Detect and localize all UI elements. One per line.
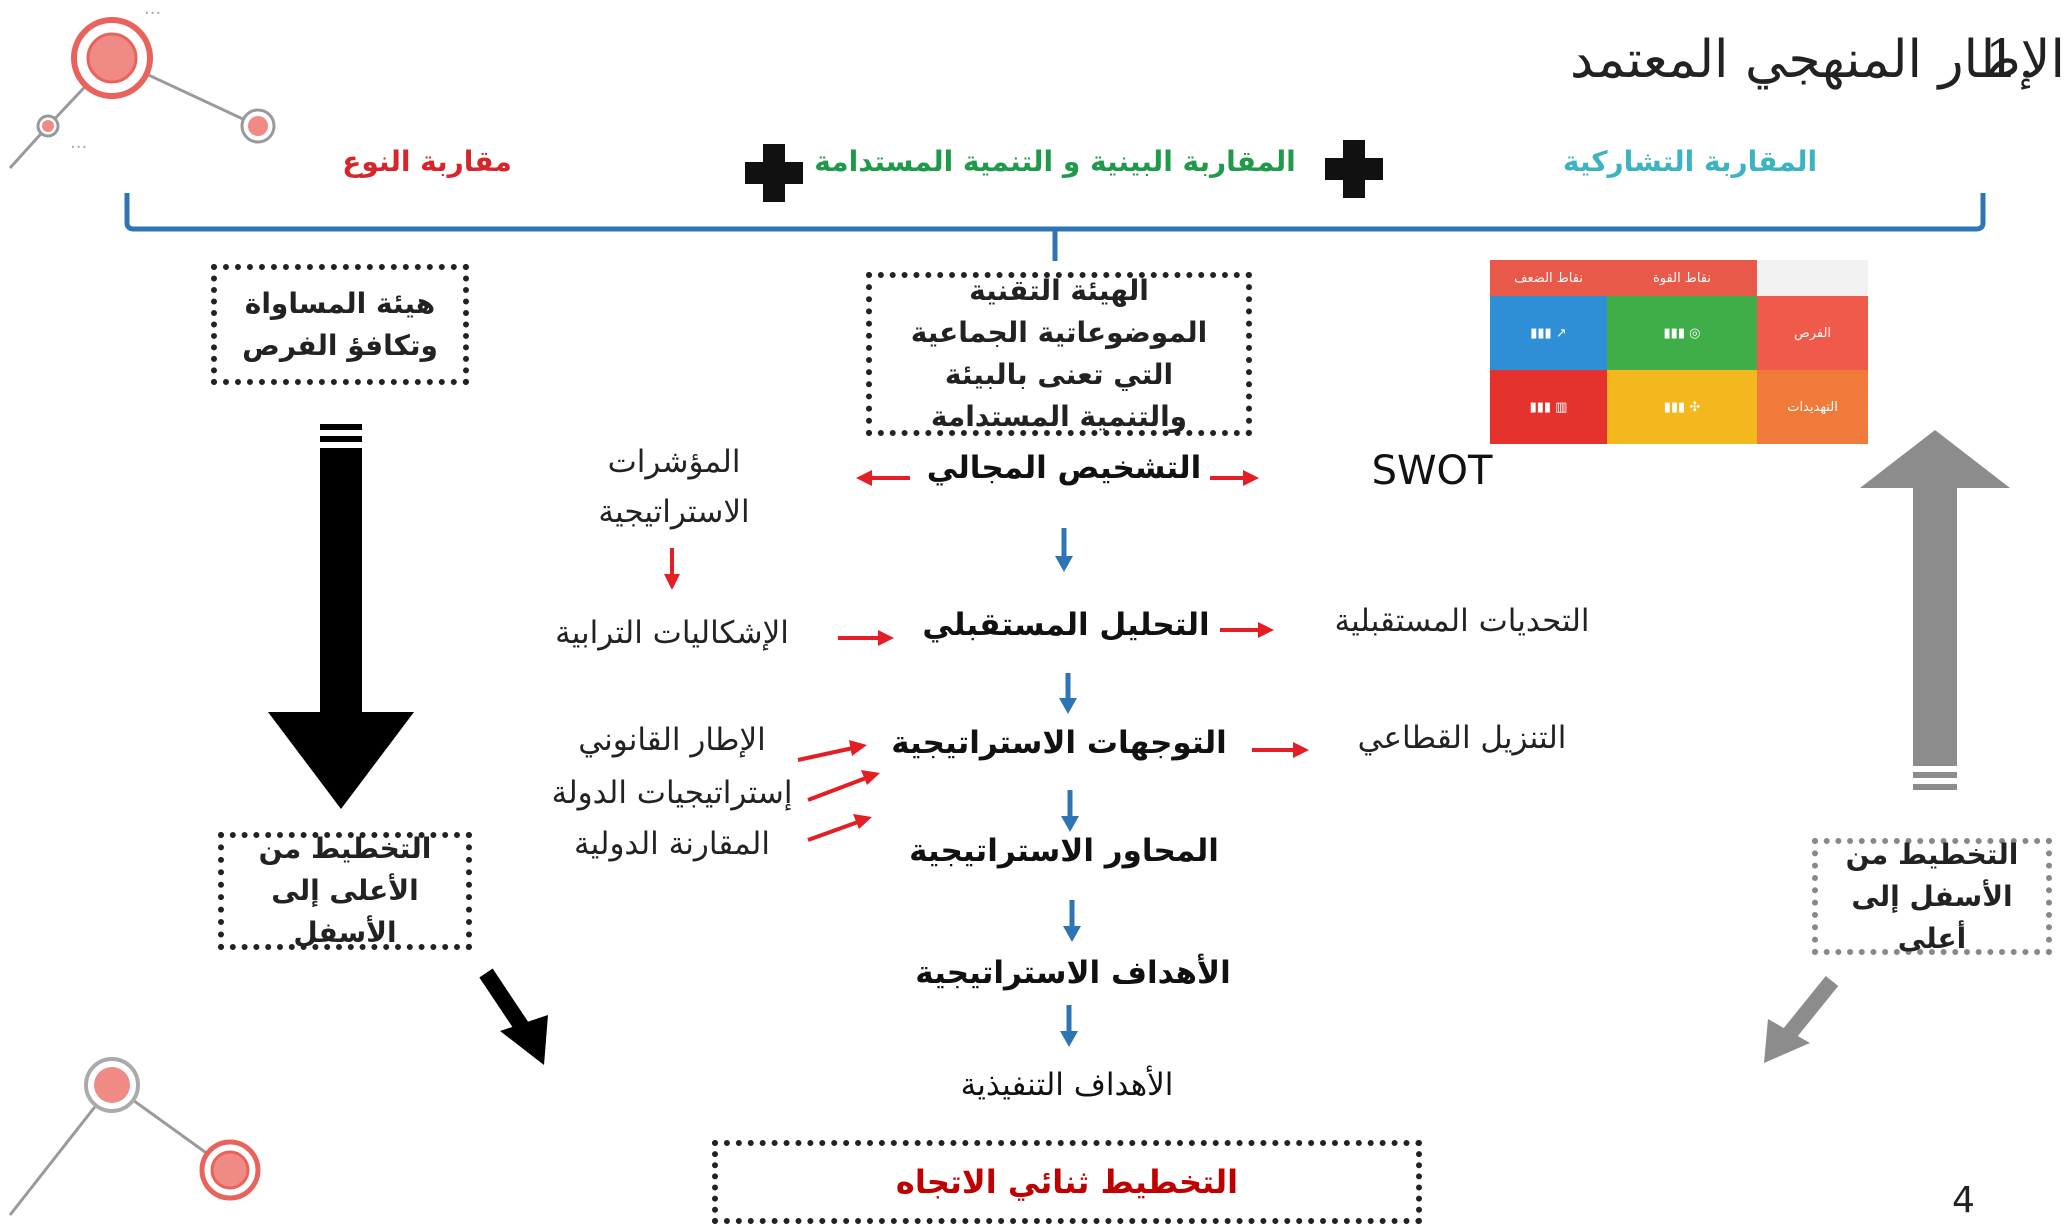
equality-box: هيئة المساواة وتكافؤ الفرص <box>211 264 469 385</box>
analysis-label: التحليل المستقبلي <box>922 607 1210 643</box>
top-down-box: التخطيط من الأعلى إلى الأسفل <box>218 832 472 950</box>
plus-icon <box>1325 140 1383 198</box>
swot-threats-label: التهديدات <box>1757 370 1868 444</box>
diagnosis-label: التشخيص المجالي <box>926 450 1202 486</box>
bottom-up-arrow-icon <box>1860 430 2010 790</box>
territorial-issues-label: الإشكاليات الترابية <box>555 615 789 651</box>
title-number: 1. <box>1985 30 2035 90</box>
state-strategies-label: إستراتيجيات الدولة <box>551 775 793 811</box>
committee-box: الهيئة التقنية الموضوعاتية الجماعية التي… <box>866 272 1252 436</box>
decor-molecule-bottom <box>8 1057 261 1216</box>
svg-text:...: ... <box>70 132 87 153</box>
committee-text: الهيئة التقنية الموضوعاتية الجماعية التي… <box>910 274 1208 433</box>
swot-strengths-header: نقاط القوة <box>1607 260 1757 296</box>
sectoral-implementation-label: التنزيل القطاعي <box>1357 720 1567 756</box>
top-down-arrow-icon <box>268 424 414 809</box>
equality-line1: هيئة المساواة <box>244 286 436 320</box>
objectives-label: الأهداف الاستراتيجية <box>915 955 1231 991</box>
bidirectional-text: التخطيط ثنائي الاتجاه <box>895 1163 1239 1201</box>
participatory-approach: المقاربة التشاركية <box>1562 145 1818 178</box>
bidirectional-box: التخطيط ثنائي الاتجاه <box>712 1140 1422 1224</box>
swot-opportunities-label: الفرص <box>1757 296 1868 370</box>
environmental-approach: المقاربة البينية و التنمية المستدامة <box>814 145 1296 178</box>
legal-framework-label: الإطار القانوني <box>578 722 766 758</box>
bottom-up-line1: التخطيط من <box>1845 837 2019 871</box>
swot-corner <box>1757 260 1868 296</box>
swot-cell-2: ◎ ▮▮▮ <box>1607 296 1757 370</box>
top-down-line2: الأعلى إلى الأسفل <box>271 874 419 949</box>
slide-title: الإطار المنهجي المعتمد <box>1570 30 2065 90</box>
swot-cell-1: ↗ ▮▮▮ <box>1490 296 1607 370</box>
bottom-up-line2: الأسفل إلى أعلى <box>1851 879 2013 955</box>
diagonal-arrow-gray-icon <box>1764 975 1839 1063</box>
bracket <box>124 193 1986 261</box>
top-down-line1: التخطيط من <box>258 832 432 865</box>
gender-approach: مقاربة النوع <box>342 145 512 178</box>
decor-molecule-top: ... ... <box>8 0 276 170</box>
swot-cell-4: ✣ ▮▮▮ <box>1607 370 1757 444</box>
operational-label: الأهداف التنفيذية <box>960 1067 1174 1103</box>
swot-label: SWOT <box>1371 448 1493 494</box>
title-text: الإطار المنهجي المعتمد <box>1570 30 2065 90</box>
page-number: 4 <box>1952 1180 1975 1221</box>
bottom-up-box: التخطيط من الأسفل إلى أعلى <box>1812 838 2052 955</box>
indicators-label-2: الاستراتيجية <box>598 494 750 530</box>
equality-line2: وتكافؤ الفرص <box>242 328 438 362</box>
swot-thumbnail: نقاط الضعف نقاط القوة ↗ ▮▮▮ ◎ ▮▮▮ الفرص … <box>1490 260 1868 444</box>
future-challenges-label: التحديات المستقبلية <box>1334 603 1590 639</box>
plus-icon <box>745 144 803 202</box>
swot-weaknesses-header: نقاط الضعف <box>1490 260 1607 296</box>
international-comparison-label: المقارنة الدولية <box>574 826 770 862</box>
diagonal-arrow-black-icon <box>479 968 548 1065</box>
svg-text:...: ... <box>144 0 161 19</box>
swot-cell-3: ▥ ▮▮▮ <box>1490 370 1607 444</box>
axes-label: المحاور الاستراتيجية <box>909 833 1219 869</box>
indicators-label-1: المؤشرات <box>607 444 741 480</box>
orientations-label: التوجهات الاستراتيجية <box>891 725 1227 761</box>
